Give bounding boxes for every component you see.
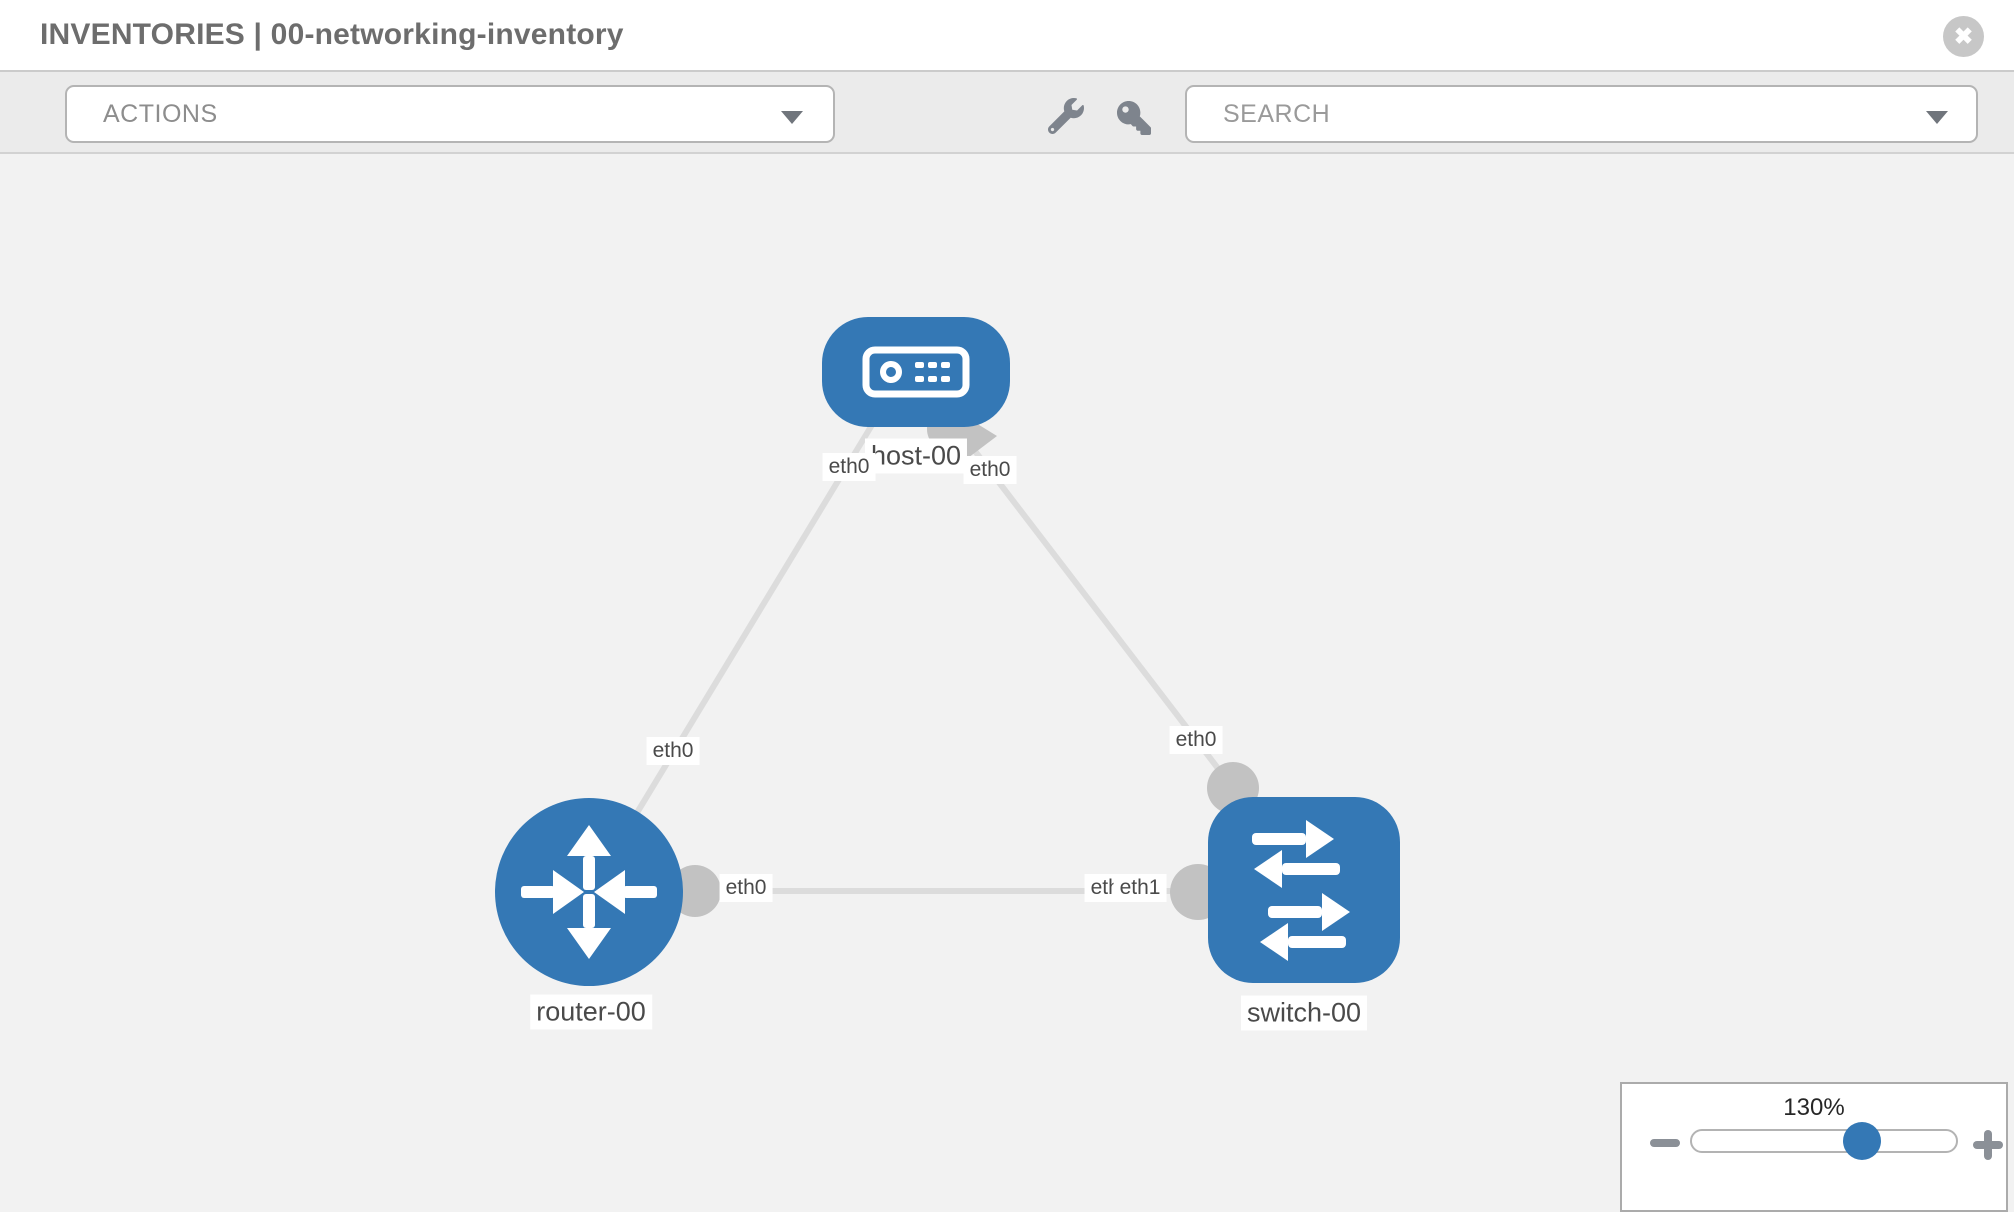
zoom-slider-handle[interactable] xyxy=(1843,1122,1881,1160)
switch-icon xyxy=(1252,820,1350,961)
if-label-host-right: eth0 xyxy=(963,456,1017,484)
page-title: INVENTORIES | 00-networking-inventory xyxy=(40,18,624,51)
zoom-panel: 130% xyxy=(1620,1082,2008,1212)
if-label-router-lan: eth0 xyxy=(719,874,773,902)
if-label-switch-uplink: eth0 xyxy=(1169,726,1223,754)
chevron-down-icon xyxy=(781,111,803,124)
search-box xyxy=(1185,85,1978,143)
node-label-switch: switch-00 xyxy=(1240,995,1368,1031)
if-label-router-uplink: eth0 xyxy=(646,737,700,765)
if-label-switch-lan: eth1 xyxy=(1113,874,1167,902)
chevron-down-icon[interactable] xyxy=(1926,111,1948,124)
search-input[interactable] xyxy=(1187,87,1976,141)
actions-dropdown[interactable]: ACTIONS xyxy=(65,85,835,143)
close-button[interactable]: ✖ xyxy=(1943,16,1984,57)
zoom-slider-track[interactable] xyxy=(1690,1129,1958,1153)
plus-icon-vertical xyxy=(1984,1130,1992,1160)
router-icon xyxy=(521,825,657,959)
plus-button[interactable] xyxy=(1967,1124,2009,1166)
minus-icon[interactable] xyxy=(1650,1139,1680,1147)
toolbar: ACTIONS xyxy=(0,72,2014,154)
if-label-host-left: eth0 xyxy=(822,453,876,481)
host-icon xyxy=(862,346,970,398)
wrench-icon xyxy=(1048,98,1084,134)
header: INVENTORIES | 00-networking-inventory ✖ xyxy=(0,0,2014,72)
node-switch-00[interactable] xyxy=(1208,797,1400,983)
node-host-00[interactable] xyxy=(822,317,1010,427)
key-button[interactable] xyxy=(1112,97,1156,141)
zoom-value: 130% xyxy=(1783,1094,1845,1121)
wrench-button[interactable] xyxy=(1044,94,1088,138)
node-router-00[interactable] xyxy=(495,798,683,986)
node-label-host: host-00 xyxy=(864,438,968,474)
actions-dropdown-label: ACTIONS xyxy=(103,100,218,128)
node-label-router: router-00 xyxy=(530,994,652,1030)
close-icon: ✖ xyxy=(1953,23,1974,49)
key-icon xyxy=(1117,101,1151,135)
